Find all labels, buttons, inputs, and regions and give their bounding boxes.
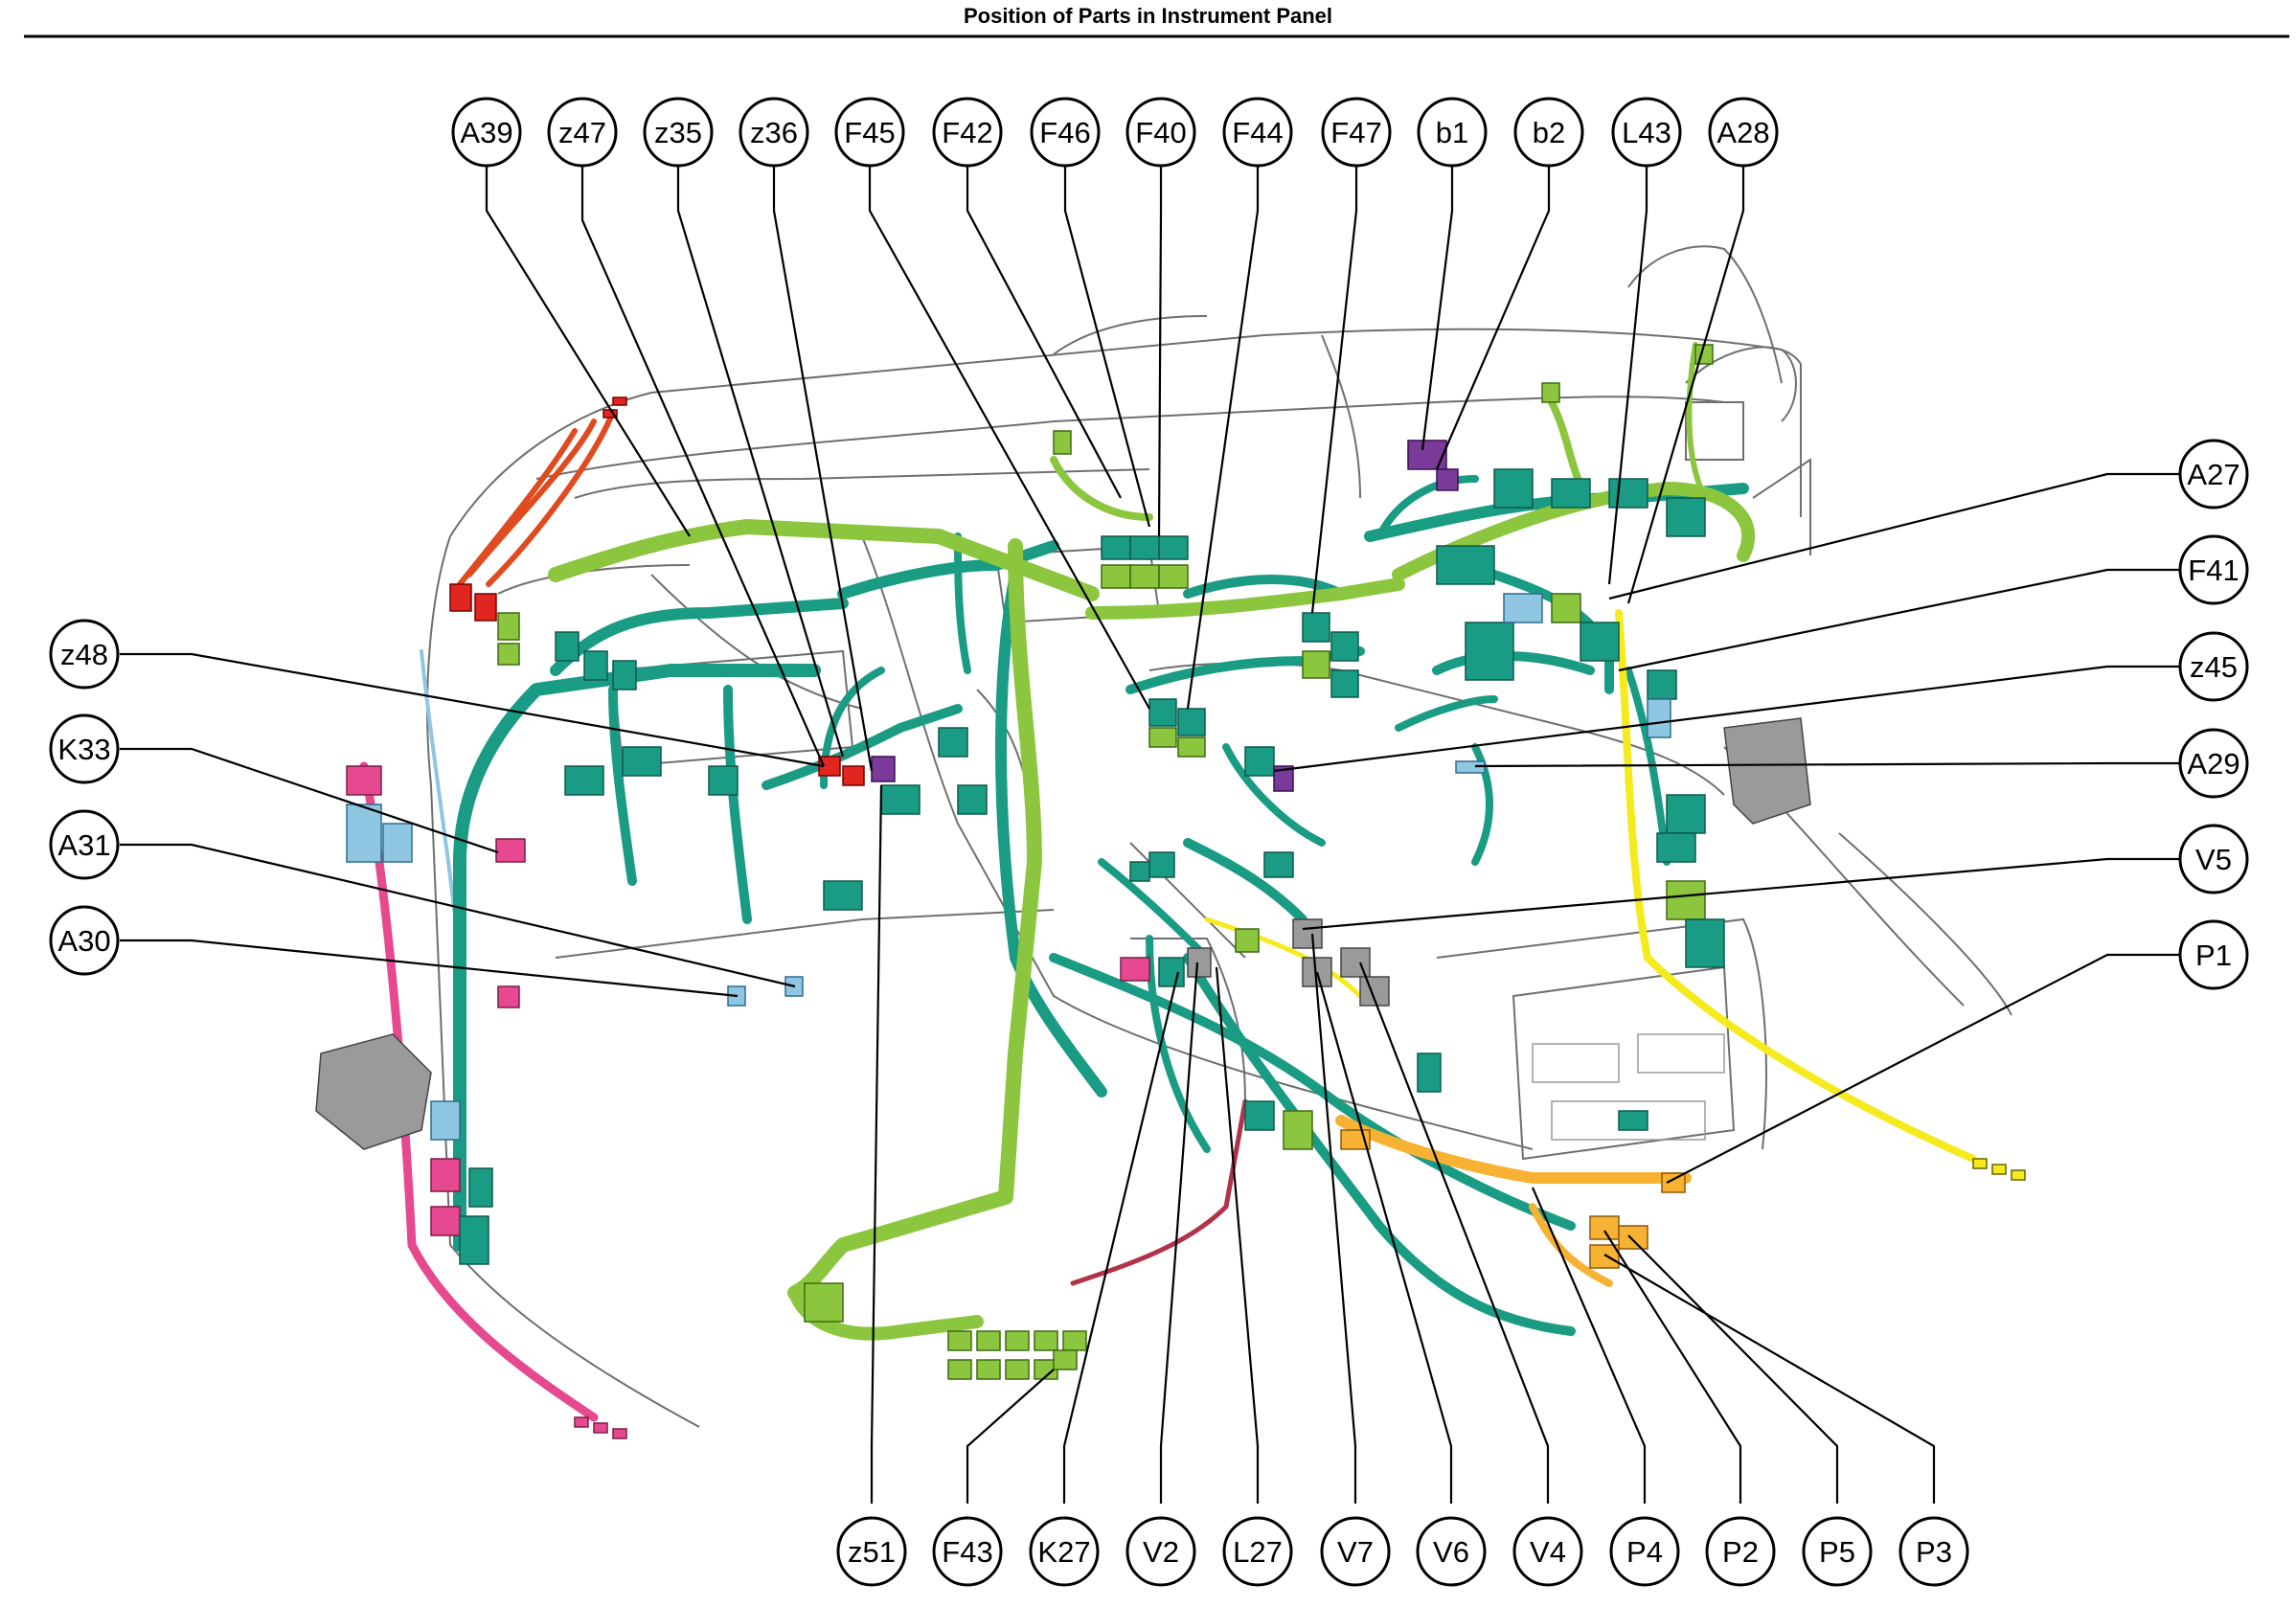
callout-F44: F44	[1222, 97, 1293, 168]
callout-P5: P5	[1802, 1516, 1873, 1587]
svg-text:V2: V2	[1143, 1535, 1179, 1569]
svg-text:P3: P3	[1916, 1535, 1952, 1569]
svg-text:z36: z36	[750, 116, 798, 149]
svg-text:z45: z45	[2190, 650, 2238, 684]
svg-text:F40: F40	[1135, 116, 1186, 149]
svg-text:L43: L43	[1622, 116, 1671, 149]
callout-z45: z45	[2178, 631, 2249, 702]
svg-text:V5: V5	[2195, 843, 2232, 876]
svg-text:K33: K33	[57, 733, 110, 766]
svg-text:V7: V7	[1337, 1535, 1374, 1569]
svg-text:F42: F42	[942, 116, 992, 149]
svg-text:P2: P2	[1722, 1535, 1759, 1569]
svg-text:P5: P5	[1819, 1535, 1855, 1569]
svg-text:P4: P4	[1626, 1535, 1663, 1569]
callout-P1: P1	[2178, 919, 2249, 990]
callout-z36: z36	[739, 97, 809, 168]
callout-V4: V4	[1512, 1516, 1583, 1587]
page-title: Position of Parts in Instrument Panel	[963, 4, 1333, 28]
callout-K27: K27	[1029, 1516, 1100, 1587]
svg-text:A29: A29	[2187, 747, 2239, 781]
svg-text:A39: A39	[460, 116, 512, 149]
callout-P4: P4	[1609, 1516, 1680, 1587]
callout-P3: P3	[1898, 1516, 1969, 1587]
svg-text:z51: z51	[848, 1535, 896, 1569]
callouts-left: z48 K33 A31 A30	[49, 619, 120, 976]
svg-text:b2: b2	[1533, 116, 1565, 149]
callout-A30: A30	[49, 905, 120, 976]
callout-K33: K33	[49, 713, 120, 784]
callouts-top: A39 z47 z35 z36 F45 F42 F46 F40 F44 F47 …	[451, 97, 1779, 168]
callout-z35: z35	[643, 97, 714, 168]
svg-text:P1: P1	[2195, 939, 2232, 972]
callout-F45: F45	[834, 97, 905, 168]
callouts-bottom: z51 F43 K27 V2 L27 V7 V6 V4 P4 P2 P5 P3	[836, 1516, 1969, 1587]
svg-text:z47: z47	[558, 116, 606, 149]
callout-F40: F40	[1125, 97, 1196, 168]
callout-b1: b1	[1417, 97, 1488, 168]
callout-A39: A39	[451, 97, 522, 168]
callout-A28: A28	[1708, 97, 1779, 168]
callout-V5: V5	[2178, 824, 2249, 894]
callout-V7: V7	[1320, 1516, 1391, 1587]
svg-text:z35: z35	[654, 116, 702, 149]
svg-text:L27: L27	[1233, 1535, 1283, 1569]
svg-text:A30: A30	[57, 924, 110, 958]
dashboard-outline	[426, 245, 2012, 1428]
svg-text:F47: F47	[1330, 116, 1381, 149]
callout-F41: F41	[2178, 534, 2249, 605]
callouts-right: A27 F41 z45 A29 V5 P1	[2178, 439, 2249, 990]
svg-text:F46: F46	[1039, 116, 1090, 149]
callout-F42: F42	[932, 97, 1003, 168]
svg-text:K27: K27	[1037, 1535, 1090, 1569]
callout-b2: b2	[1513, 97, 1584, 168]
callout-z47: z47	[547, 97, 618, 168]
svg-text:F43: F43	[942, 1535, 992, 1569]
callout-P2: P2	[1705, 1516, 1776, 1587]
svg-text:F44: F44	[1232, 116, 1283, 149]
callout-V6: V6	[1416, 1516, 1487, 1587]
connector-blocks	[315, 344, 2026, 1439]
svg-text:A27: A27	[2187, 458, 2239, 491]
svg-text:V4: V4	[1530, 1535, 1566, 1569]
callout-z51: z51	[836, 1516, 907, 1587]
svg-text:b1: b1	[1436, 116, 1468, 149]
svg-text:z48: z48	[60, 638, 108, 671]
callout-L27: L27	[1222, 1516, 1293, 1587]
svg-text:F41: F41	[2188, 554, 2239, 587]
callout-F47: F47	[1321, 97, 1392, 168]
callout-L43: L43	[1611, 97, 1682, 168]
svg-text:V6: V6	[1433, 1535, 1469, 1569]
callout-F43: F43	[932, 1516, 1003, 1587]
callout-F46: F46	[1030, 97, 1101, 168]
callout-A27: A27	[2178, 439, 2249, 509]
svg-text:F45: F45	[844, 116, 895, 149]
svg-text:A31: A31	[57, 828, 110, 862]
callout-z48: z48	[49, 619, 120, 690]
leader-lines	[120, 153, 2179, 1504]
callout-V2: V2	[1125, 1516, 1196, 1587]
callout-A31: A31	[49, 809, 120, 880]
svg-text:A28: A28	[1716, 116, 1769, 149]
callout-A29: A29	[2178, 728, 2249, 799]
